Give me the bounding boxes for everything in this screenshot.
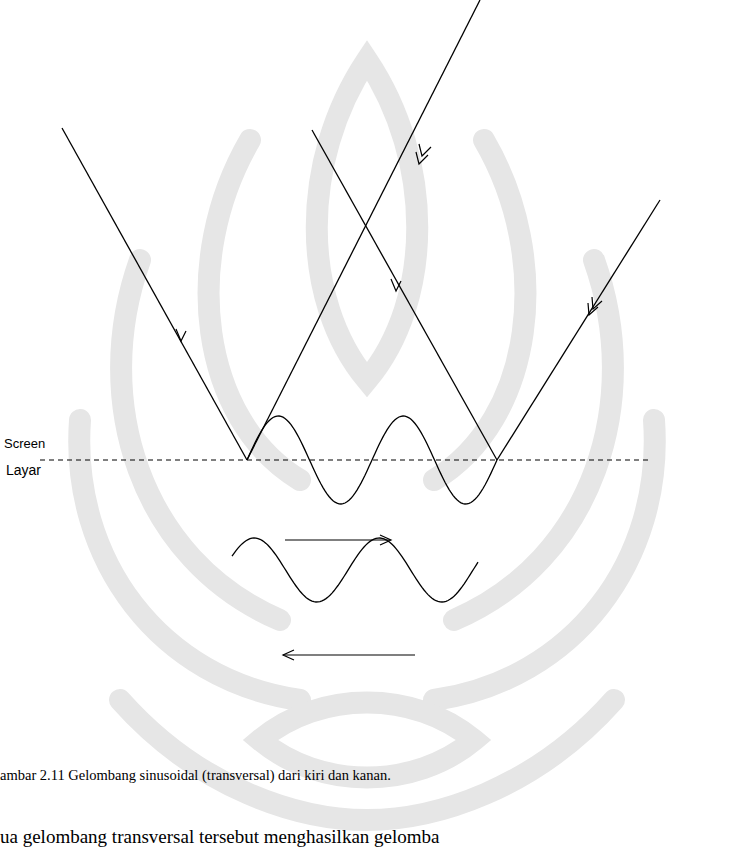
wave-left (232, 538, 478, 602)
body-text: ua gelombang transversal tersebut mengha… (0, 826, 440, 848)
screen-label: Layar (4, 462, 43, 478)
watermark (79, 60, 655, 820)
figure-caption: ambar 2.11 Gelombang sinusoidal (transve… (0, 767, 391, 784)
screen-line (40, 460, 652, 461)
screen-wave (247, 416, 497, 504)
ray-arrowheads (176, 144, 602, 341)
screen-label: Screen (4, 436, 45, 451)
direction-arrows (283, 535, 415, 660)
rays (62, 0, 660, 460)
